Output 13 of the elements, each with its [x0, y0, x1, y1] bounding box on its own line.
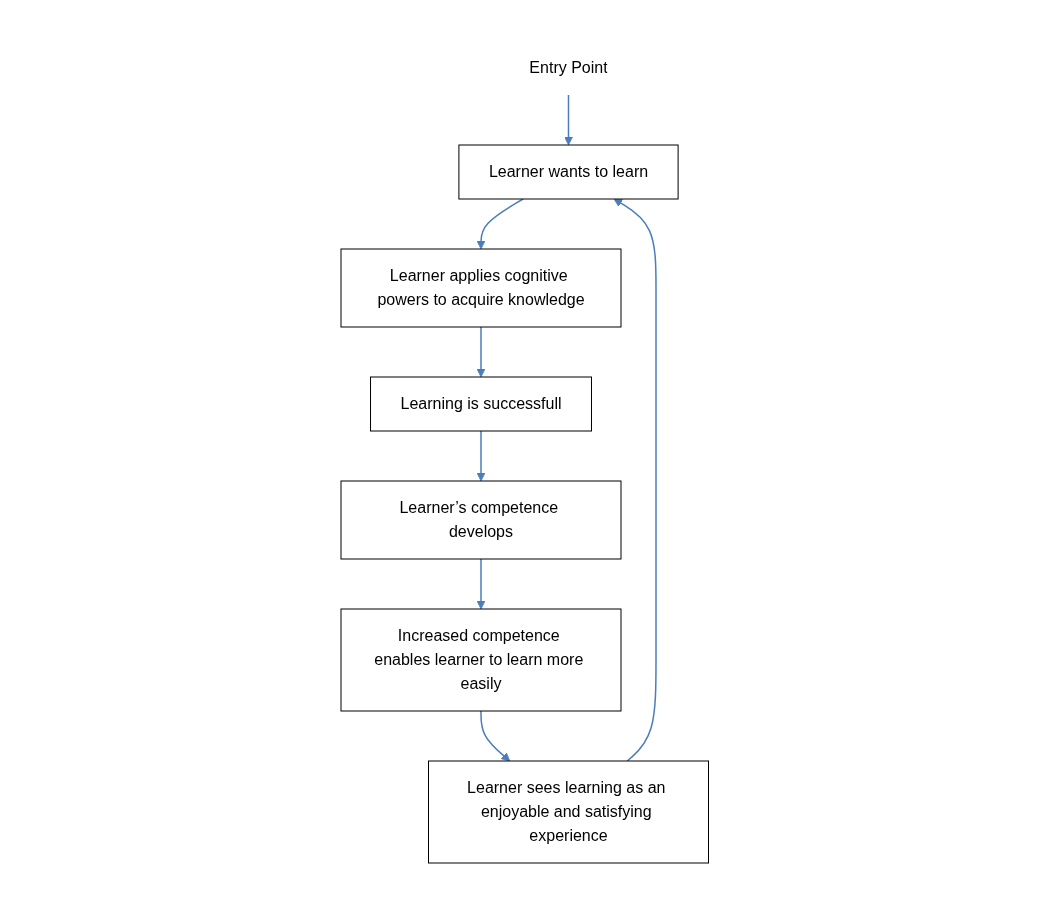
node-box: Learner sees learning as an enjoyable and satisfying experience — [428, 760, 710, 864]
arrow — [476, 326, 486, 378]
node-text: Entry Point — [529, 59, 608, 76]
arrow — [564, 94, 574, 146]
arrow — [476, 558, 486, 610]
node-box: Increased competence enables learner to learn more easily — [340, 608, 622, 712]
arrow — [613, 198, 657, 762]
node-box: Learner’s competence develops — [340, 480, 622, 560]
node-box: Learner applies cognitive powers to acquire knowledge — [340, 248, 622, 328]
arrow — [480, 710, 511, 762]
node-box: Learner wants to learn — [458, 144, 679, 200]
arrow — [476, 430, 486, 482]
node-box: Learning is successfull — [370, 376, 593, 432]
